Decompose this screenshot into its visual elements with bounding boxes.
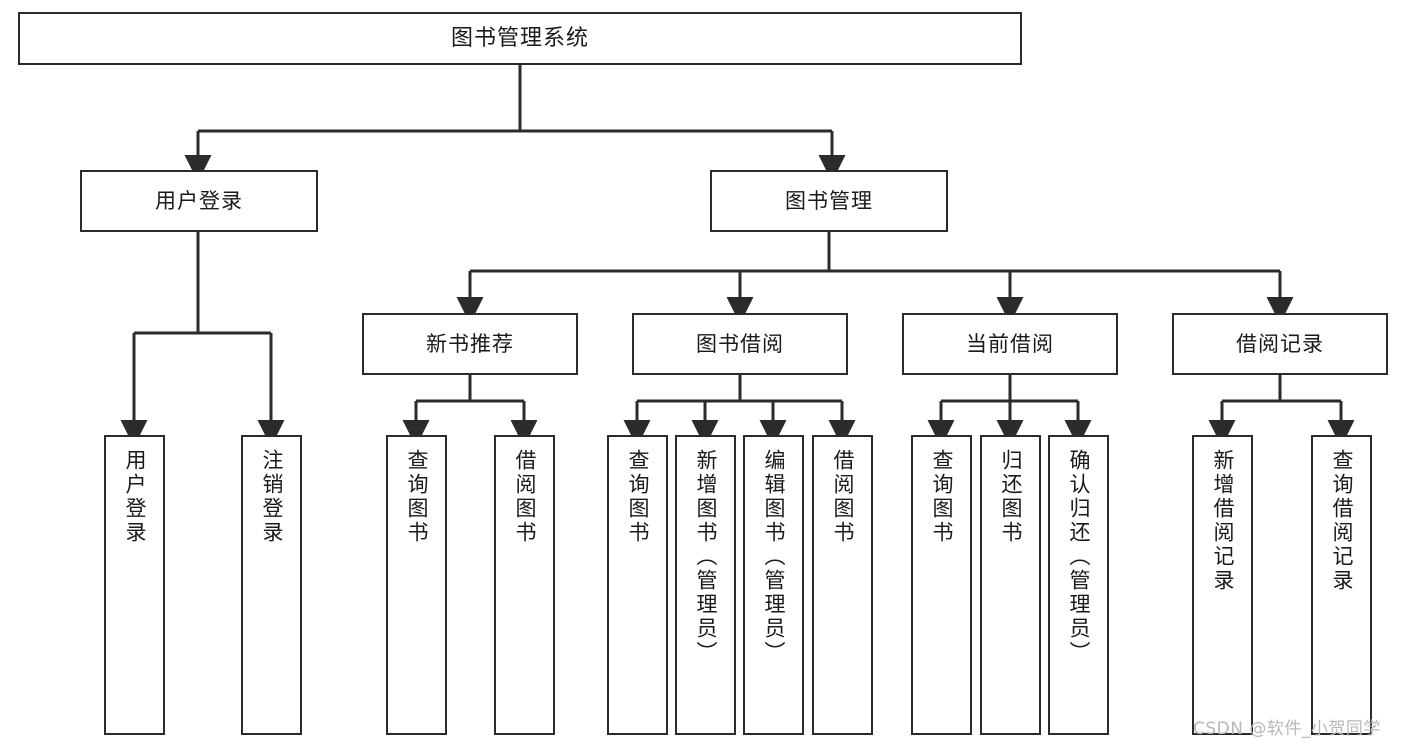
leaf-record-add-record[interactable]: 新增借阅记录 <box>1192 435 1253 735</box>
leaf-borrow-borrow-book[interactable]: 借阅图书 <box>812 435 873 735</box>
node-label: 图书管理系统 <box>450 25 589 51</box>
node-label: 查询图书 <box>405 449 429 545</box>
node-user-login[interactable]: 用户登录 <box>80 170 318 232</box>
leaf-record-query-record[interactable]: 查询借阅记录 <box>1311 435 1372 735</box>
node-label: 新书推荐 <box>426 331 514 356</box>
leaf-current-query-book[interactable]: 查询图书 <box>911 435 972 735</box>
node-new-book-recommend[interactable]: 新书推荐 <box>362 313 578 375</box>
node-label: 查询借阅记录 <box>1330 449 1354 593</box>
node-label: 用户登录 <box>155 188 243 213</box>
node-label: 借阅记录 <box>1236 331 1324 356</box>
node-label: 新增借阅记录 <box>1211 449 1235 593</box>
node-label: 新增图书（管理员） <box>694 449 718 665</box>
leaf-recommend-borrow-book[interactable]: 借阅图书 <box>494 435 555 735</box>
leaf-recommend-query-book[interactable]: 查询图书 <box>386 435 447 735</box>
leaf-borrow-query-book[interactable]: 查询图书 <box>607 435 668 735</box>
node-current-borrow[interactable]: 当前借阅 <box>902 313 1118 375</box>
node-label: 查询图书 <box>930 449 954 545</box>
leaf-current-confirm-return-admin[interactable]: 确认归还（管理员） <box>1048 435 1109 735</box>
node-label: 归还图书 <box>999 449 1023 545</box>
leaf-user-login-signin[interactable]: 用户登录 <box>104 435 165 735</box>
node-label: 编辑图书（管理员） <box>762 449 786 665</box>
node-label: 注销登录 <box>260 449 284 545</box>
node-label: 查询图书 <box>626 449 650 545</box>
node-label: 图书管理 <box>785 188 873 213</box>
leaf-user-login-signout[interactable]: 注销登录 <box>241 435 302 735</box>
node-label: 当前借阅 <box>966 331 1054 356</box>
csdn-watermark: CSDN @软件_小贺同学 <box>1193 719 1381 739</box>
node-label: 借阅图书 <box>513 449 537 545</box>
leaf-borrow-add-book-admin[interactable]: 新增图书（管理员） <box>675 435 736 735</box>
node-label: 用户登录 <box>123 449 147 545</box>
node-book-borrow[interactable]: 图书借阅 <box>632 313 848 375</box>
node-book-management[interactable]: 图书管理 <box>710 170 948 232</box>
leaf-borrow-edit-book-admin[interactable]: 编辑图书（管理员） <box>743 435 804 735</box>
node-label: 借阅图书 <box>831 449 855 545</box>
node-label: 确认归还（管理员） <box>1067 449 1091 665</box>
node-borrow-record[interactable]: 借阅记录 <box>1172 313 1388 375</box>
node-root-system[interactable]: 图书管理系统 <box>18 12 1022 65</box>
leaf-current-return-book[interactable]: 归还图书 <box>980 435 1041 735</box>
node-label: 图书借阅 <box>696 331 784 356</box>
